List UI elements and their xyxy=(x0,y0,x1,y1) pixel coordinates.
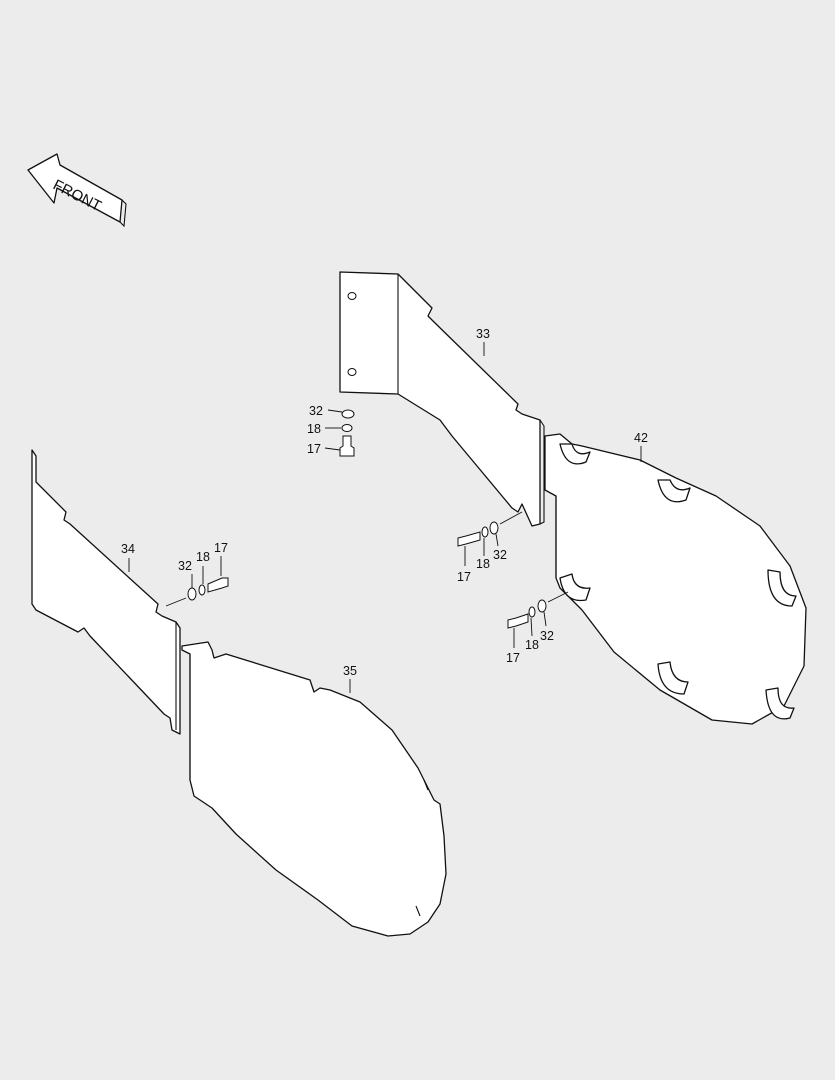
washer-32-b xyxy=(489,521,499,535)
lockwasher-18-d xyxy=(198,584,206,596)
callout-33: 33 xyxy=(476,327,490,341)
callout-17-a: 17 xyxy=(307,442,321,456)
bolt-17-c xyxy=(507,613,529,629)
bolt-17-b xyxy=(457,531,481,547)
callout-18-c: 18 xyxy=(525,638,539,652)
hardware-set-c xyxy=(507,591,569,648)
callout-32-c: 32 xyxy=(540,629,554,643)
hardware-set-d xyxy=(165,556,229,607)
washer-32-c xyxy=(537,599,547,613)
washer-32-d xyxy=(187,587,197,601)
lockwasher-18-b xyxy=(481,526,489,538)
callout-17-d: 17 xyxy=(214,541,228,555)
front-arrow: FRONT xyxy=(27,153,127,228)
hole-lower xyxy=(347,368,357,376)
washer-32-a xyxy=(341,409,355,419)
callout-32-d: 32 xyxy=(178,559,192,573)
bolt-17-d xyxy=(207,577,229,593)
part-33-plate xyxy=(339,271,545,527)
callout-17-c: 17 xyxy=(506,651,520,665)
notch-4 xyxy=(559,573,591,602)
callout-42: 42 xyxy=(634,431,648,445)
callout-34: 34 xyxy=(121,542,135,556)
hardware-set-b xyxy=(457,511,523,566)
callout-18-a: 18 xyxy=(307,422,321,436)
callout-32-a: 32 xyxy=(309,404,323,418)
bolt-17-a xyxy=(339,435,355,457)
callout-18-b: 18 xyxy=(476,557,490,571)
part-42-cover xyxy=(544,433,807,725)
hardware-set-a xyxy=(324,409,355,457)
notch-3 xyxy=(767,569,797,607)
lockwasher-18-a xyxy=(341,424,353,432)
callout-18-d: 18 xyxy=(196,550,210,564)
notch-5 xyxy=(657,661,689,695)
hole-upper xyxy=(347,292,357,300)
part-35-cover xyxy=(181,641,447,937)
notch-2 xyxy=(657,479,691,503)
callout-17-b: 17 xyxy=(457,570,471,584)
notch-6 xyxy=(765,687,795,720)
callout-35: 35 xyxy=(343,664,357,678)
lockwasher-18-c xyxy=(528,606,536,618)
callout-32-b: 32 xyxy=(493,548,507,562)
part-34-plate xyxy=(31,449,181,735)
notch-1 xyxy=(559,443,591,465)
